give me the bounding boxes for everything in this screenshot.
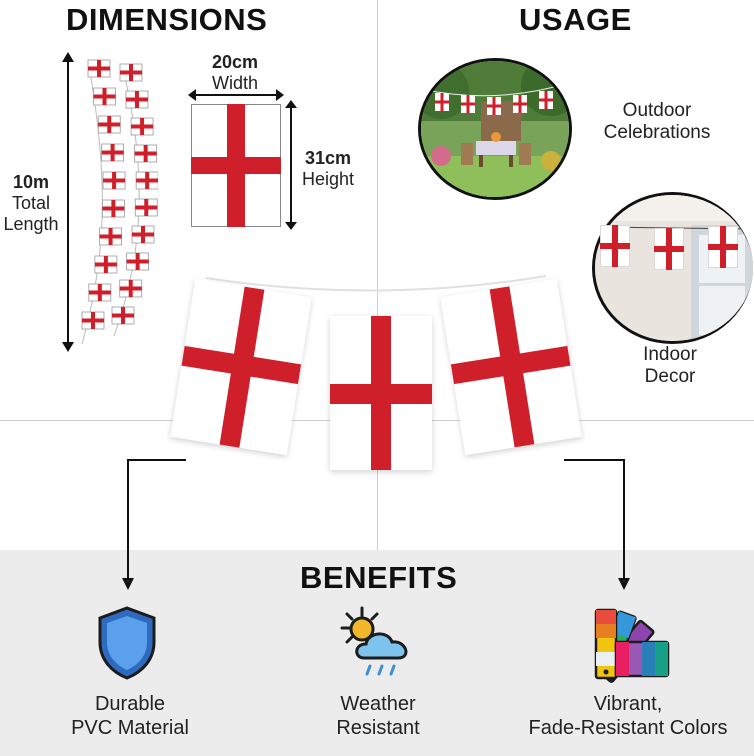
benefit-2-line2: Resistant: [336, 717, 420, 739]
outdoor-line2: Celebrations: [603, 122, 711, 143]
benefits-heading: BENEFITS: [300, 560, 458, 595]
indoor-line1: Indoor: [643, 344, 697, 365]
benefit-weather-label: Weather Resistant: [290, 692, 466, 740]
mini-flag: [130, 117, 154, 136]
height-arrow: [285, 100, 297, 230]
indoor-flag-1: [600, 225, 630, 267]
mini-flag: [99, 227, 122, 246]
mini-flag: [93, 87, 116, 106]
width-label: 20cm Width: [190, 52, 280, 94]
mini-flag: [81, 311, 105, 330]
mini-flag: [134, 198, 158, 217]
weather-icon: [340, 606, 408, 676]
indoor-flag-2: [654, 228, 684, 270]
bunting-cord: [205, 275, 547, 292]
length-value: 10m: [12, 172, 50, 192]
mini-flag: [94, 255, 118, 274]
mini-flag: [131, 225, 155, 244]
benefit-3-line2: Fade-Resistant Colors: [528, 717, 728, 739]
vertical-divider: [377, 0, 378, 552]
product-flag-right: [440, 278, 582, 456]
mini-flag: [119, 63, 143, 82]
benefit-1-line2: PVC Material: [71, 717, 189, 739]
bunting-string-illustration: [81, 59, 158, 345]
benefit-3-line1: Vibrant,: [593, 693, 663, 715]
width-label-text: Width: [211, 73, 258, 93]
indoor-label: Indoor Decor: [610, 344, 730, 388]
mini-flag: [135, 171, 158, 190]
width-value: 20cm: [211, 52, 259, 72]
connector-arrow-right: [564, 459, 630, 590]
length-label-line1: Total: [11, 193, 51, 213]
mini-flag: [102, 171, 126, 190]
indoor-flag-3: [708, 226, 738, 268]
total-length-label: 10m Total Length: [0, 172, 62, 235]
flag-dimension-diagram: [191, 104, 281, 227]
outdoor-label: Outdoor Celebrations: [582, 100, 732, 144]
mini-flag: [134, 144, 158, 163]
mini-flag: [119, 279, 143, 298]
product-flag-center: [330, 316, 432, 470]
benefit-durable-label: Durable PVC Material: [40, 692, 220, 740]
height-label: 31cm Height: [296, 148, 360, 190]
product-flag-left: [170, 278, 312, 456]
length-label-line2: Length: [3, 214, 59, 234]
dimensions-heading: DIMENSIONS: [66, 2, 268, 37]
shield-icon: [98, 606, 156, 680]
benefit-1-line1: Durable: [94, 693, 166, 715]
usage-heading: USAGE: [519, 2, 632, 37]
indoor-line2: Decor: [644, 366, 696, 387]
mini-flag: [101, 143, 124, 162]
mini-flag: [101, 199, 125, 218]
connector-arrow-left: [122, 459, 186, 590]
length-arrow: [62, 52, 74, 352]
mini-flag: [111, 306, 135, 325]
mini-flag: [88, 283, 112, 302]
outdoor-line1: Outdoor: [622, 100, 692, 121]
height-value: 31cm: [304, 148, 352, 168]
mini-flag: [126, 252, 150, 271]
outdoor-photo: [418, 58, 572, 200]
mini-flag: [125, 90, 149, 109]
mini-flag: [87, 59, 111, 78]
color-swatch-icon: [594, 608, 670, 683]
mini-flag: [97, 115, 121, 134]
benefit-vibrant-label: Vibrant, Fade-Resistant Colors: [506, 692, 750, 740]
height-label-text: Height: [301, 169, 355, 189]
benefit-2-line1: Weather: [340, 693, 416, 715]
width-arrow: [188, 89, 284, 101]
